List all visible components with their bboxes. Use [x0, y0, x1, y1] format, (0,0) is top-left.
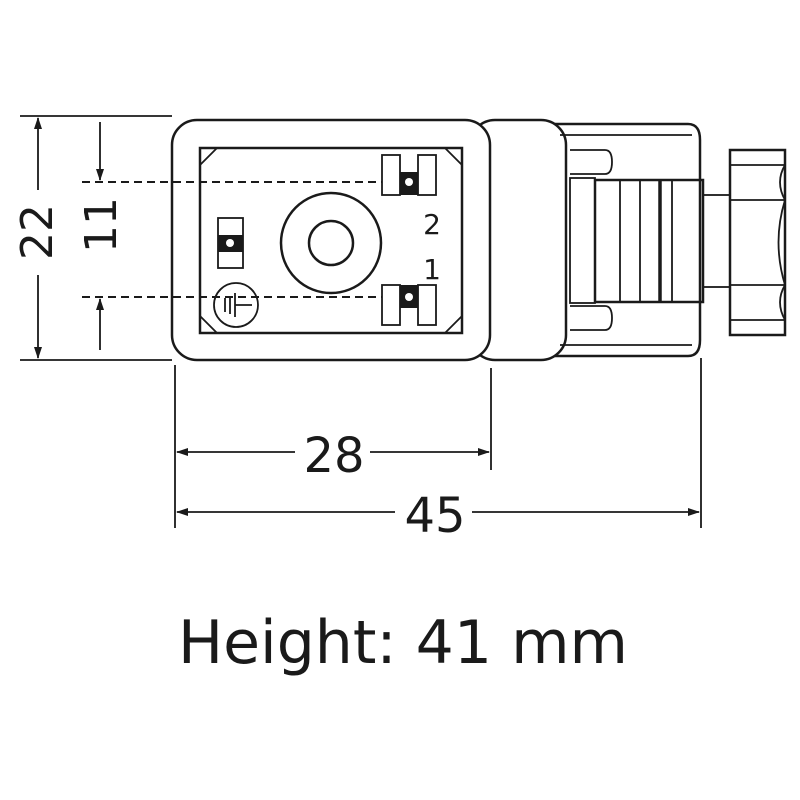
dimension-22: 22 [12, 115, 172, 361]
dimension-11-label: 11 [76, 197, 127, 253]
dimension-45-label: 45 [404, 488, 465, 544]
face-plate [198, 146, 464, 335]
pin-1-contact [381, 284, 437, 326]
dimension-45: 45 [176, 488, 700, 544]
pin-label-2: 2 [423, 208, 441, 241]
pin-2-contact [381, 154, 437, 196]
hex-nut [728, 148, 787, 337]
dimension-11: 11 [76, 122, 127, 350]
ground-icon [213, 282, 259, 328]
dimension-28-label: 28 [303, 428, 364, 484]
pin-label-1: 1 [423, 253, 441, 286]
height-caption: Height: 41 mm [178, 608, 628, 678]
ground-contact [217, 217, 244, 269]
dimension-28: 28 [176, 428, 490, 484]
dimension-22-label: 22 [12, 204, 63, 260]
cable-gland [555, 122, 731, 358]
center-screw-hole [279, 191, 383, 295]
